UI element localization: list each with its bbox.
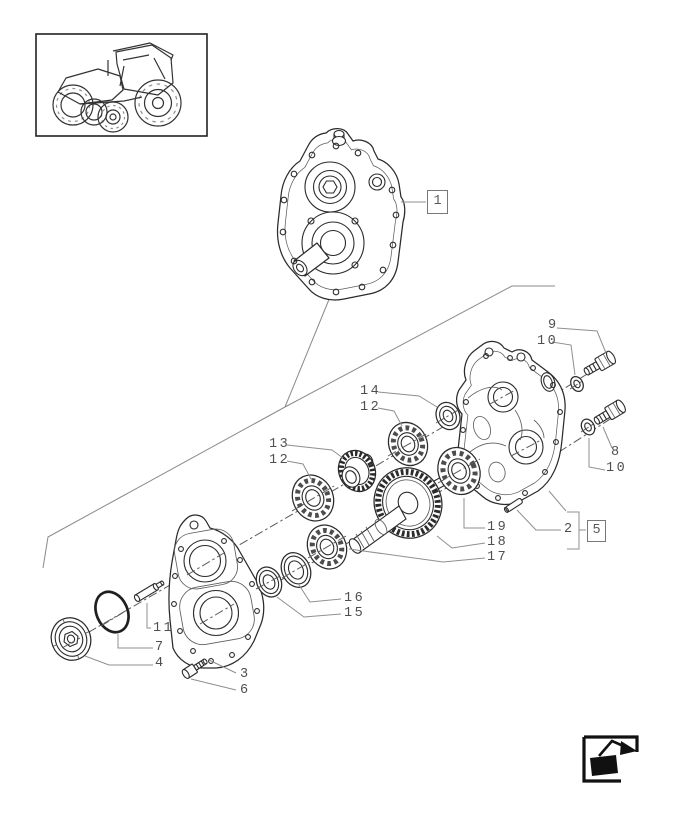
main-housing-assembly-1 (276, 128, 406, 301)
o-ring-7 (94, 590, 130, 634)
bolt-8 (593, 399, 626, 425)
cap-4 (50, 617, 92, 661)
callout-19[interactable]: 19 (487, 520, 509, 535)
washer-16 (280, 552, 312, 588)
callout-5-box[interactable]: 5 (587, 520, 606, 542)
callout-5: 5 (592, 523, 601, 538)
callout-1: 1 (433, 194, 442, 209)
bolt-6 (181, 658, 208, 679)
callout-11[interactable]: 11 (153, 621, 175, 636)
callout-18[interactable]: 18 (487, 535, 509, 550)
gear-shaft-18 (348, 467, 450, 554)
callout-6[interactable]: 6 (240, 683, 251, 698)
callout-2[interactable]: 2 (564, 522, 575, 537)
callout-16[interactable]: 16 (344, 591, 366, 606)
callout-9[interactable]: 9 (548, 318, 559, 333)
callout-12a[interactable]: 12 (360, 400, 382, 415)
gear-13 (337, 449, 377, 493)
front-cover-bolt-holes (171, 538, 260, 664)
dowel-pin (503, 497, 523, 513)
callout-10a[interactable]: 10 (537, 334, 559, 349)
bolt-9 (583, 350, 617, 376)
callout-10b[interactable]: 10 (606, 461, 628, 476)
callout-14[interactable]: 14 (360, 384, 382, 399)
callout-12b[interactable]: 12 (269, 453, 291, 468)
tractor-icon (52, 42, 182, 133)
callout-1-box[interactable]: 1 (427, 190, 448, 214)
rear-cover-2 (455, 340, 566, 506)
callout-4[interactable]: 4 (155, 656, 166, 671)
leader-lines (84, 201, 613, 691)
callout-15[interactable]: 15 (344, 606, 366, 621)
front-cover-3 (168, 514, 265, 669)
callout-3[interactable]: 3 (240, 667, 251, 682)
tractor-thumbnail[interactable] (35, 33, 208, 137)
callout-7[interactable]: 7 (155, 640, 166, 655)
axis-overlays (61, 379, 596, 649)
stud-11 (133, 580, 165, 603)
callout-8[interactable]: 8 (611, 445, 622, 460)
callout-13[interactable]: 13 (269, 437, 291, 452)
callout-17[interactable]: 17 (487, 550, 509, 565)
housing-bolt-holes (279, 142, 400, 296)
page-forward-icon[interactable] (582, 735, 639, 783)
construction-lines (42, 285, 555, 569)
